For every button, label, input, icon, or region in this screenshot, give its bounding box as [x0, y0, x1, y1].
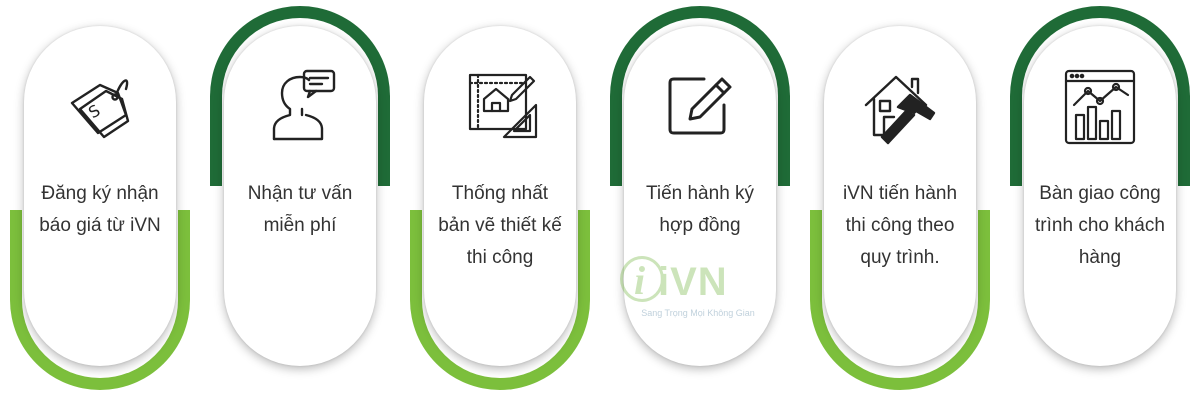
step-2: Nhận tư vấn miễn phí [200, 0, 400, 400]
step-4-label: Tiến hành ký hợp đồng [645, 183, 755, 236]
step-6-card [1024, 26, 1176, 366]
step-2-label: Nhận tư vấn miễn phí [247, 183, 353, 236]
construction-hammer-icon [860, 65, 940, 145]
step-6: Bàn giao công trình cho khách hàng [1000, 0, 1200, 400]
consultation-icon [260, 65, 340, 145]
step-4-card [624, 26, 776, 366]
ivn-watermark-logo: iVN Sang Trọng Mọi Không Gian [618, 256, 778, 326]
ivn-logo-text: iVN [658, 260, 728, 304]
step-3-label: Thống nhất bản vẽ thiết kế thi công [438, 183, 562, 268]
ivn-logo-mark [620, 256, 664, 304]
step-1: S Đăng ký nhận báo giá từ iVN [0, 0, 200, 400]
step-5-label: iVN tiến hành thi công theo quy trình. [842, 183, 958, 268]
step-1-card [24, 26, 176, 366]
step-2-card [224, 26, 376, 366]
blueprint-icon [460, 65, 540, 145]
handover-report-icon [1060, 65, 1140, 145]
edit-contract-icon [660, 65, 740, 145]
ivn-logo-tagline: Sang Trọng Mọi Không Gian [641, 308, 755, 318]
step-6-label: Bàn giao công trình cho khách hàng [1035, 183, 1165, 268]
step-3: Thống nhất bản vẽ thiết kế thi công [400, 0, 600, 400]
step-5-card [824, 26, 976, 366]
price-tag-icon: S [60, 65, 140, 145]
step-4: Tiến hành ký hợp đồng [600, 0, 800, 400]
step-1-label: Đăng ký nhận báo giá từ iVN [39, 183, 161, 236]
step-5: iVN tiến hành thi công theo quy trình. [800, 0, 1000, 400]
